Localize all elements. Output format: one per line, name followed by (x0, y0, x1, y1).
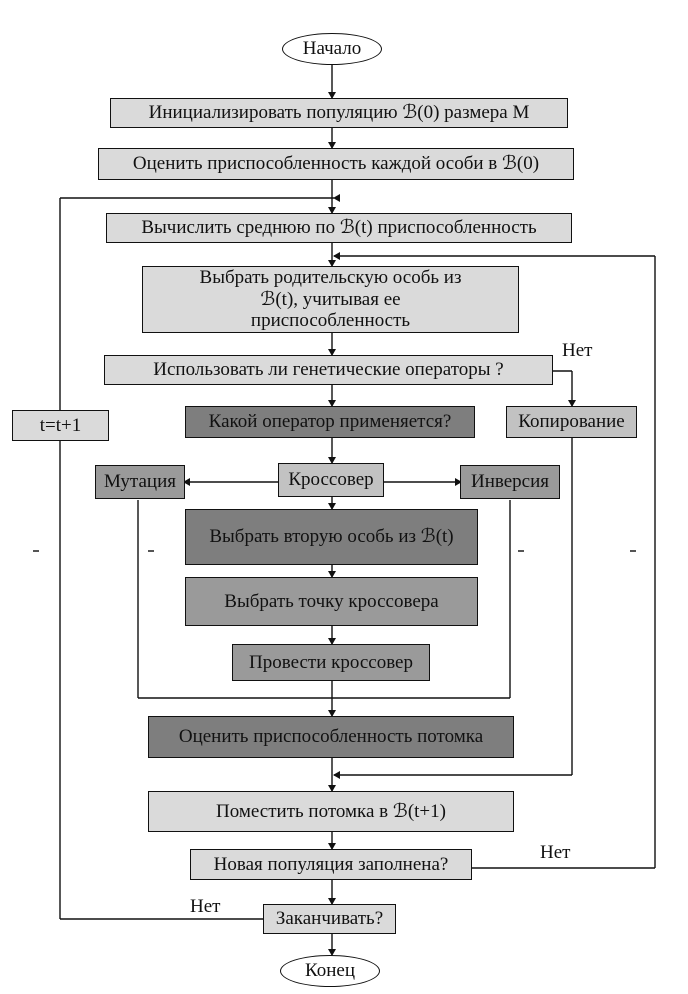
inversion-step: Инверсия (460, 465, 560, 499)
population-full-decision: Новая популяция заполнена? (190, 849, 472, 880)
mutation-step: Мутация (95, 465, 185, 499)
select-parent-step: Выбрать родительскую особь из ℬ(t), учит… (142, 266, 519, 333)
average-fitness-step: Вычислить среднюю по ℬ(t) приспособленно… (106, 213, 572, 243)
scan-mark (33, 550, 39, 552)
crossover-step: Кроссовер (278, 463, 384, 497)
start-terminal: Начало (282, 33, 382, 65)
use-genetic-operators-decision: Использовать ли генетические операторы ? (104, 355, 553, 385)
scan-mark (518, 550, 524, 552)
select-point-step: Выбрать точку кроссовера (185, 577, 478, 626)
no-label-genetic-ops: Нет (562, 340, 593, 361)
scan-mark (148, 550, 154, 552)
no-label-population-full: Нет (540, 842, 571, 863)
scan-mark (630, 550, 636, 552)
place-offspring-step: Поместить потомка в ℬ(t+1) (148, 791, 514, 832)
select-second-step: Выбрать вторую особь из ℬ(t) (185, 509, 478, 565)
init-population-step: Инициализировать популяцию ℬ(0) размера … (110, 98, 568, 128)
evaluate-offspring-step: Оценить приспособленность потомка (148, 716, 514, 758)
evaluate-initial-fitness-step: Оценить приспособленность каждой особи в… (98, 148, 574, 180)
finish-decision: Заканчивать? (263, 904, 396, 934)
which-operator-decision: Какой оператор применяется? (185, 406, 475, 438)
no-label-finish: Нет (190, 896, 221, 917)
increment-step: t=t+1 (12, 410, 109, 441)
copying-step: Копирование (506, 406, 637, 438)
end-terminal: Конец (280, 955, 380, 987)
do-crossover-step: Провести кроссовер (232, 644, 430, 681)
